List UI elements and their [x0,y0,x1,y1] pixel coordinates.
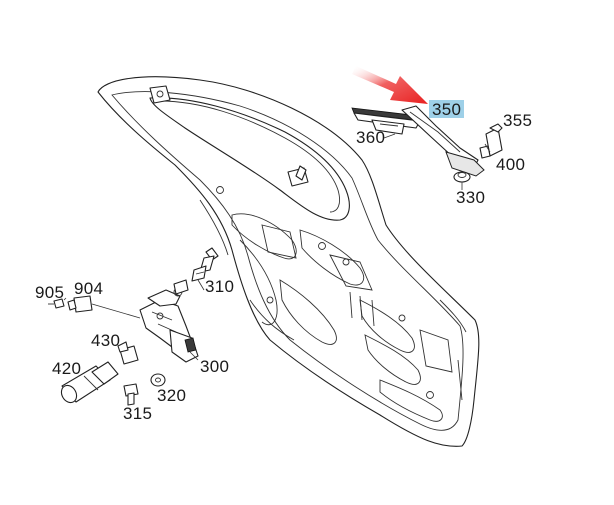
callout-430: 430 [91,331,121,350]
callout-310: 310 [205,277,235,296]
sleeve-420 [60,361,119,404]
callout-350: 350 [429,100,465,118]
wiper-nut [479,145,491,159]
clip-430 [117,341,139,365]
pin-905 [48,298,65,309]
bolt-315 [123,383,139,406]
wiper-arm [401,105,485,177]
callout-400: 400 [496,155,526,174]
wiper-seal [453,171,471,183]
washer-320 [150,373,166,387]
callout-330: 330 [456,188,486,207]
callout-315: 315 [123,404,153,423]
callout-904: 904 [74,279,104,298]
callout-360: 360 [356,128,386,147]
highlight-arrow [352,66,428,104]
callout-355: 355 [503,111,533,130]
callout-300: 300 [200,357,230,376]
wiper-blade [351,107,423,135]
callout-905: 905 [35,283,65,302]
lock-cylinder [191,247,219,282]
switch-904 [67,295,93,313]
callout-320: 320 [157,386,187,405]
lock-assembly [139,279,199,363]
leader-lines [63,133,491,361]
tailgate-panel [97,76,480,447]
callout-420: 420 [52,359,82,378]
